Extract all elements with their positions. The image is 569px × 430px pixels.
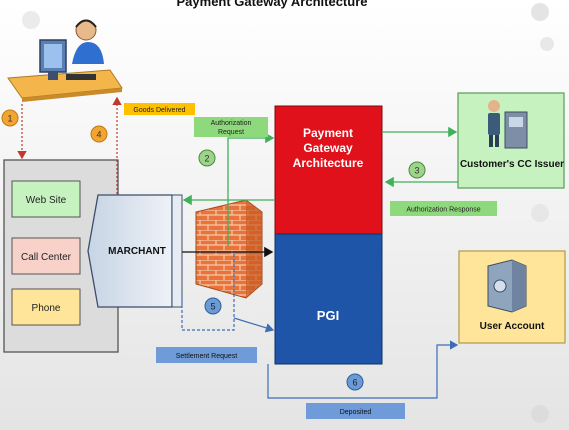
step-2-badge: 2 <box>198 149 216 167</box>
authorization-request-label: Authorization Request <box>194 117 268 137</box>
svg-text:1: 1 <box>7 114 12 124</box>
svg-text:Authorization Response: Authorization Response <box>406 207 480 214</box>
step-6-badge: 6 <box>346 373 364 391</box>
deposited-label: Deposited <box>306 403 405 419</box>
user-account-box: User Account <box>458 250 566 344</box>
step-1-badge: 1 <box>1 109 19 127</box>
decor-bubble <box>531 3 549 21</box>
merchant-block: MARCHANT <box>87 194 183 308</box>
svg-text:5: 5 <box>210 302 215 312</box>
payment-gateway-architecture-block: Payment Gateway Architecture <box>274 105 383 235</box>
authorization-request-arrow <box>227 132 275 246</box>
web-site-box: Web Site <box>11 180 81 218</box>
svg-text:Call Center: Call Center <box>21 252 72 263</box>
deposit-arrow <box>267 340 459 399</box>
firewall-icon <box>195 199 263 299</box>
svg-text:Customer's CC Issuer: Customer's CC Issuer <box>460 159 564 170</box>
svg-text:6: 6 <box>352 378 357 388</box>
decor-bubble <box>22 11 40 29</box>
svg-text:Request: Request <box>218 129 244 136</box>
svg-text:User Account: User Account <box>480 321 545 332</box>
svg-text:Authorization: Authorization <box>211 120 252 127</box>
svg-text:Payment: Payment <box>303 126 353 140</box>
decor-bubble <box>531 405 549 423</box>
svg-text:2: 2 <box>204 154 209 164</box>
step-4-badge: 4 <box>90 125 108 143</box>
svg-text:Deposited: Deposited <box>340 409 372 416</box>
svg-text:Goods Delivered: Goods Delivered <box>133 107 185 114</box>
settlement-arrow <box>233 317 275 333</box>
svg-text:Settlement Request: Settlement Request <box>176 353 238 360</box>
svg-text:PGI: PGI <box>317 308 339 323</box>
svg-text:3: 3 <box>414 166 419 176</box>
svg-text:Web Site: Web Site <box>26 195 67 206</box>
settlement-line <box>181 252 235 331</box>
svg-text:Gateway: Gateway <box>303 141 353 155</box>
authorization-response-label: Authorization Response <box>390 201 497 216</box>
call-center-box: Call Center <box>11 237 81 275</box>
cc-issuer-person-icon <box>488 100 528 149</box>
step-3-badge: 3 <box>408 161 426 179</box>
cc-issuer-box: Customer's CC Issuer <box>457 92 565 189</box>
step-5-badge: 5 <box>204 297 222 315</box>
svg-text:Architecture: Architecture <box>293 156 364 170</box>
pgi-block: PGI <box>274 233 383 365</box>
phone-box: Phone <box>11 288 81 326</box>
diagram-title: Payment Gateway Architecture <box>177 0 368 9</box>
svg-text:Phone: Phone <box>32 303 61 314</box>
svg-text:MARCHANT: MARCHANT <box>108 246 166 257</box>
decor-bubble <box>531 204 549 222</box>
bank-vault-icon <box>487 259 527 313</box>
goods-delivered-label: Goods Delivered <box>124 103 195 115</box>
settlement-request-label: Settlement Request <box>156 347 257 363</box>
decor-bubble <box>540 37 554 51</box>
user-at-computer-icon <box>7 19 123 102</box>
svg-text:4: 4 <box>96 130 101 140</box>
